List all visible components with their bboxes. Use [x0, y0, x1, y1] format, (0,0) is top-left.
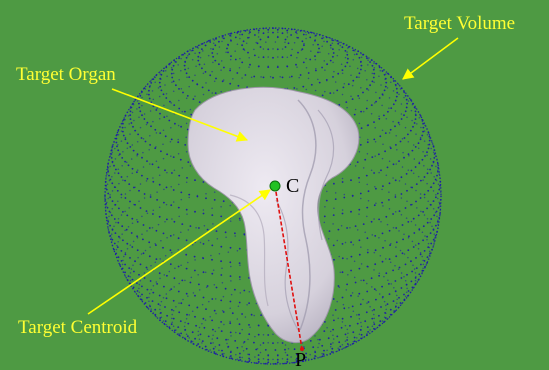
target-volume-label: Target Volume: [404, 13, 515, 34]
centroid-marker: [269, 180, 281, 192]
target-organ-shape: [187, 86, 360, 343]
point-p-marker: [300, 347, 304, 351]
target-centroid-arrow: [87, 189, 271, 315]
target-organ-arrow: [111, 88, 249, 142]
target-volume-arrow: [402, 37, 459, 80]
point-p-label: P: [295, 349, 306, 370]
point-c-label: C: [286, 175, 299, 197]
centroid-to-p-line: [274, 185, 303, 350]
target-organ-label: Target Organ: [16, 64, 116, 85]
target-centroid-label: Target Centroid: [18, 317, 138, 338]
